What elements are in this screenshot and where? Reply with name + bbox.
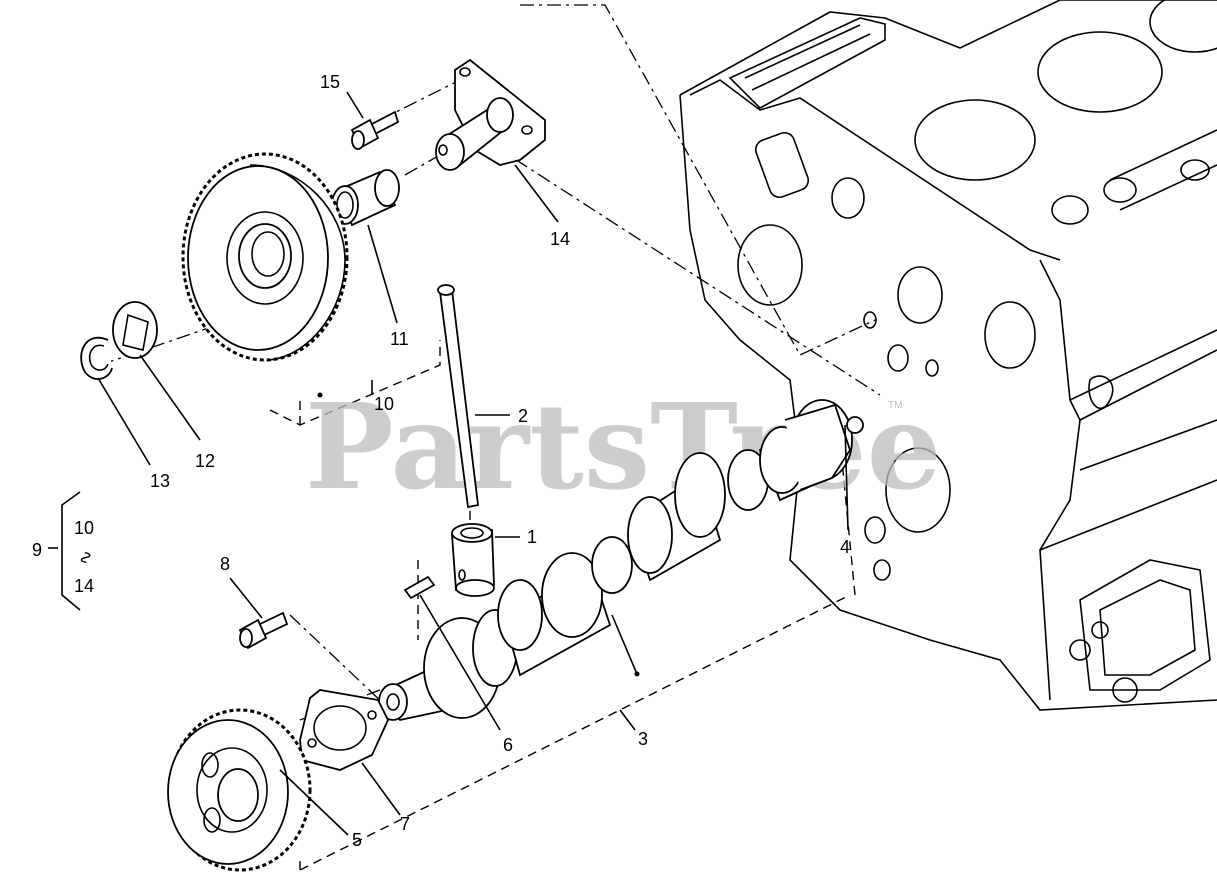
callout-2: 2 <box>518 406 528 426</box>
part-2-push-rod <box>437 284 479 509</box>
callout-8: 8 <box>220 554 230 574</box>
callouts: 1 2 3 4 5 6 7 8 9 10 11 12 13 14 15 10 ∿… <box>32 72 850 850</box>
part-13-snap-ring <box>80 337 113 380</box>
part-3-camshaft <box>378 399 864 722</box>
callout-7: 7 <box>400 814 410 834</box>
part-7-thrust-plate <box>299 689 389 771</box>
engine-block <box>679 0 1217 711</box>
callout-10: 10 <box>374 394 394 414</box>
callout-3: 3 <box>638 729 648 749</box>
callout-14: 14 <box>550 229 570 249</box>
callout-4: 4 <box>840 537 850 557</box>
callout-1: 1 <box>527 527 537 547</box>
callout-6: 6 <box>503 735 513 755</box>
part-6-key <box>403 575 436 600</box>
part-1-tappet <box>451 523 495 597</box>
callout-12: 12 <box>195 451 215 471</box>
part-12-washer <box>112 301 158 359</box>
group-range-end: 14 <box>74 576 94 596</box>
group-range-start: 10 <box>74 518 94 538</box>
callout-5: 5 <box>352 830 362 850</box>
group-range-tilde: ∿ <box>76 550 96 565</box>
callout-13: 13 <box>150 471 170 491</box>
leader-lines <box>48 91 849 836</box>
watermark-tm: TM <box>888 400 902 411</box>
callout-11: 11 <box>390 329 409 349</box>
part-8-bolt <box>238 611 289 650</box>
part-5-cam-gear <box>167 708 312 872</box>
part-10-idle-gear <box>181 152 349 362</box>
callout-9: 9 <box>32 540 42 560</box>
part-14-bracket <box>435 58 546 171</box>
callout-15: 15 <box>320 72 340 92</box>
part-15-bolt <box>350 110 400 150</box>
